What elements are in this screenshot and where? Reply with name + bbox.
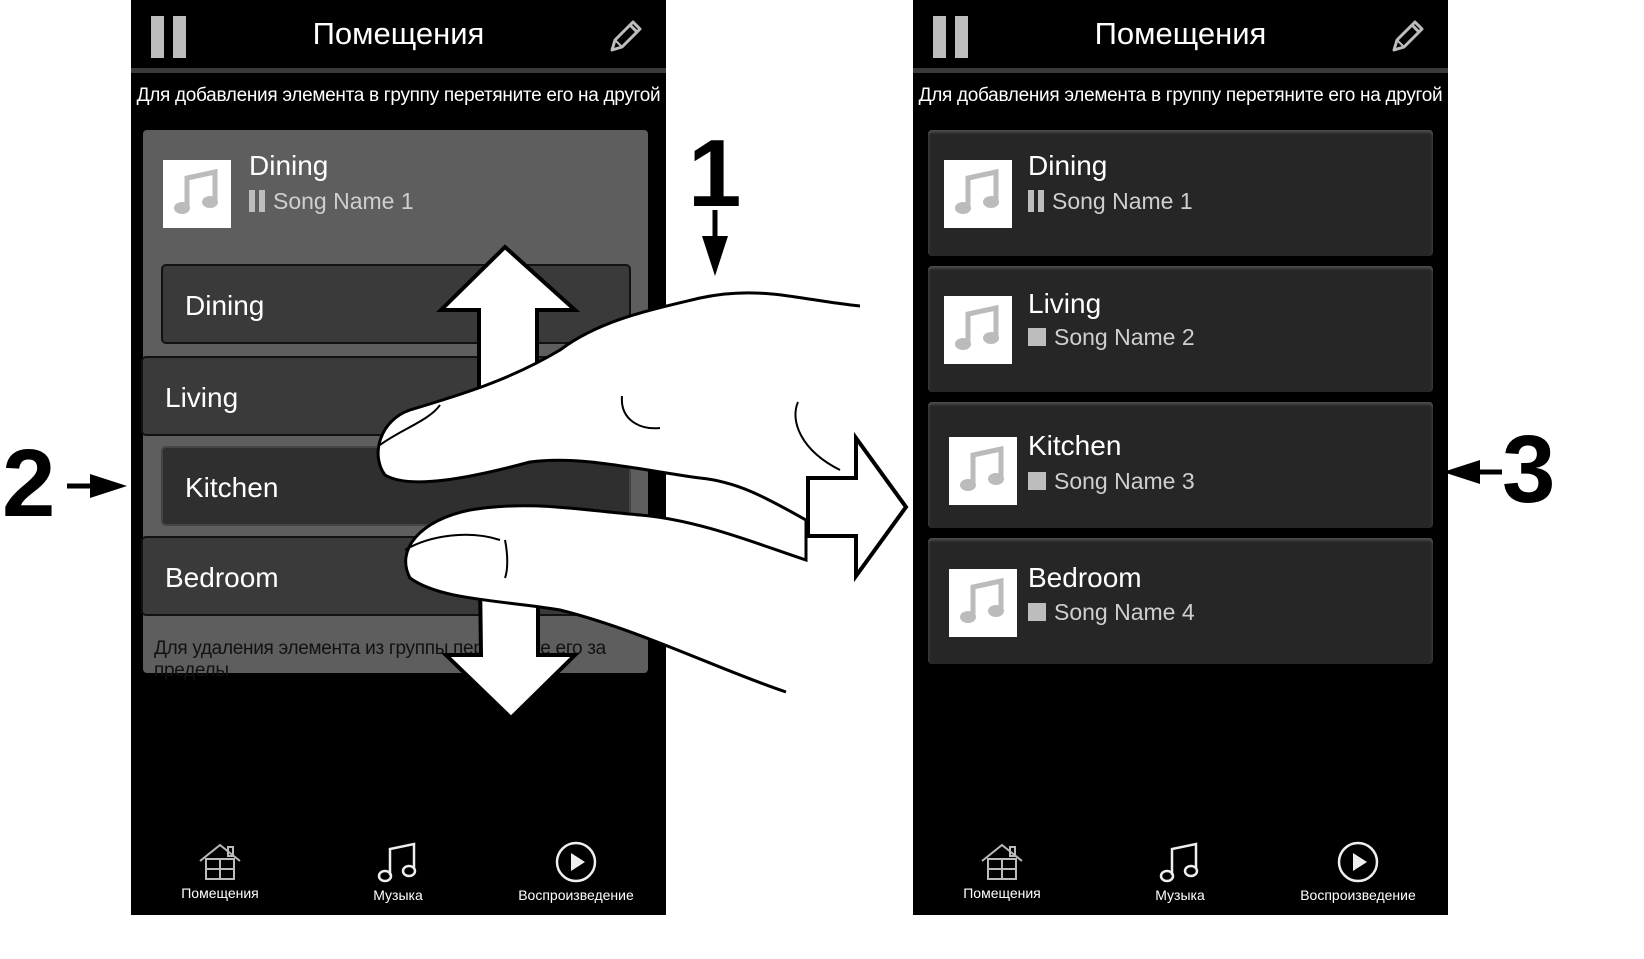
- right-phone-screen: Помещения Для добавления элемента в груп…: [913, 0, 1448, 915]
- tab-rooms[interactable]: Помещения: [131, 825, 309, 901]
- tab-music[interactable]: Музыка: [309, 825, 487, 903]
- stop-icon: [1028, 471, 1046, 490]
- stop-icon: [1028, 327, 1046, 346]
- room-name: Bedroom: [1028, 562, 1142, 593]
- callout-1: 1: [688, 120, 742, 227]
- song-line: Song Name 2: [1028, 324, 1195, 351]
- house-icon: [199, 843, 241, 880]
- tab-bar: Помещения Музыка Воспроизведение: [913, 825, 1448, 915]
- item-label: Kitchen: [185, 472, 279, 503]
- tab-label: Музыка: [1155, 887, 1205, 903]
- song-line: Song Name 1: [1028, 188, 1193, 215]
- song-name: Song Name 4: [1054, 599, 1195, 625]
- tab-label: Воспроизведение: [1300, 887, 1416, 903]
- callout-2: 2: [2, 430, 56, 537]
- tab-bar: Помещения Музыка Воспроизведение: [131, 825, 666, 915]
- album-art: [163, 160, 231, 228]
- music-note-icon: [960, 577, 1004, 623]
- pause-all-icon[interactable]: [933, 16, 969, 58]
- album-art: [949, 437, 1017, 505]
- item-label: Bedroom: [165, 562, 279, 593]
- song-name: Song Name 3: [1054, 468, 1195, 494]
- room-name: Kitchen: [1028, 430, 1122, 461]
- room-name: Dining: [1028, 150, 1108, 181]
- drag-right-arrow: [806, 431, 909, 583]
- edit-pencil-icon[interactable]: [1388, 18, 1426, 56]
- song-name: Song Name 1: [1052, 188, 1193, 214]
- group-song-line: Song Name 1: [249, 188, 414, 215]
- tab-label: Помещения: [963, 885, 1041, 901]
- tab-label: Помещения: [181, 885, 259, 901]
- item-label: Dining: [185, 290, 265, 321]
- music-note-icon: [174, 168, 218, 214]
- song-line: Song Name 3: [1028, 468, 1195, 495]
- tab-label: Воспроизведение: [518, 887, 634, 903]
- room-card-living[interactable]: Living Song Name 2: [928, 266, 1433, 392]
- song-name: Song Name 2: [1054, 324, 1195, 350]
- room-card-kitchen[interactable]: Kitchen Song Name 3: [928, 402, 1433, 528]
- edit-pencil-icon[interactable]: [606, 18, 644, 56]
- screen-title: Помещения: [312, 16, 485, 51]
- item-label: Living: [165, 382, 239, 413]
- room-card-bedroom[interactable]: Bedroom Song Name 4: [928, 538, 1433, 664]
- music-note-icon: [955, 304, 999, 350]
- tab-playback[interactable]: Воспроизведение: [1269, 825, 1447, 903]
- stop-icon: [1028, 602, 1046, 621]
- pause-all-icon[interactable]: [151, 16, 187, 58]
- top-bar: Помещения: [913, 0, 1448, 73]
- album-art: [949, 569, 1017, 637]
- add-to-group-hint: Для добавления элемента в группу перетян…: [913, 74, 1448, 124]
- hand-illustration: [376, 291, 861, 694]
- song-name: Song Name 1: [273, 188, 414, 214]
- song-line: Song Name 4: [1028, 599, 1195, 626]
- music-note-icon: [1159, 842, 1199, 883]
- callout-3: 3: [1502, 416, 1556, 523]
- room-card-dining[interactable]: Dining Song Name 1: [928, 130, 1433, 256]
- add-to-group-hint: Для добавления элемента в группу перетян…: [131, 74, 666, 124]
- music-note-icon: [960, 445, 1004, 491]
- tab-rooms[interactable]: Помещения: [913, 825, 1091, 901]
- tab-label: Музыка: [373, 887, 423, 903]
- pause-icon: [1028, 189, 1044, 212]
- house-icon: [981, 843, 1023, 880]
- play-circle-icon: [555, 841, 597, 883]
- tab-playback[interactable]: Воспроизведение: [487, 825, 665, 903]
- pause-icon: [249, 189, 265, 212]
- album-art: [944, 160, 1012, 228]
- play-circle-icon: [1337, 841, 1379, 883]
- top-bar: Помещения: [131, 0, 666, 73]
- room-name: Living: [1028, 288, 1102, 319]
- album-art: [944, 296, 1012, 364]
- music-note-icon: [377, 842, 417, 883]
- screen-title: Помещения: [1094, 16, 1267, 51]
- music-note-icon: [955, 168, 999, 214]
- tab-music[interactable]: Музыка: [1091, 825, 1269, 903]
- group-room-name: Dining: [249, 150, 329, 181]
